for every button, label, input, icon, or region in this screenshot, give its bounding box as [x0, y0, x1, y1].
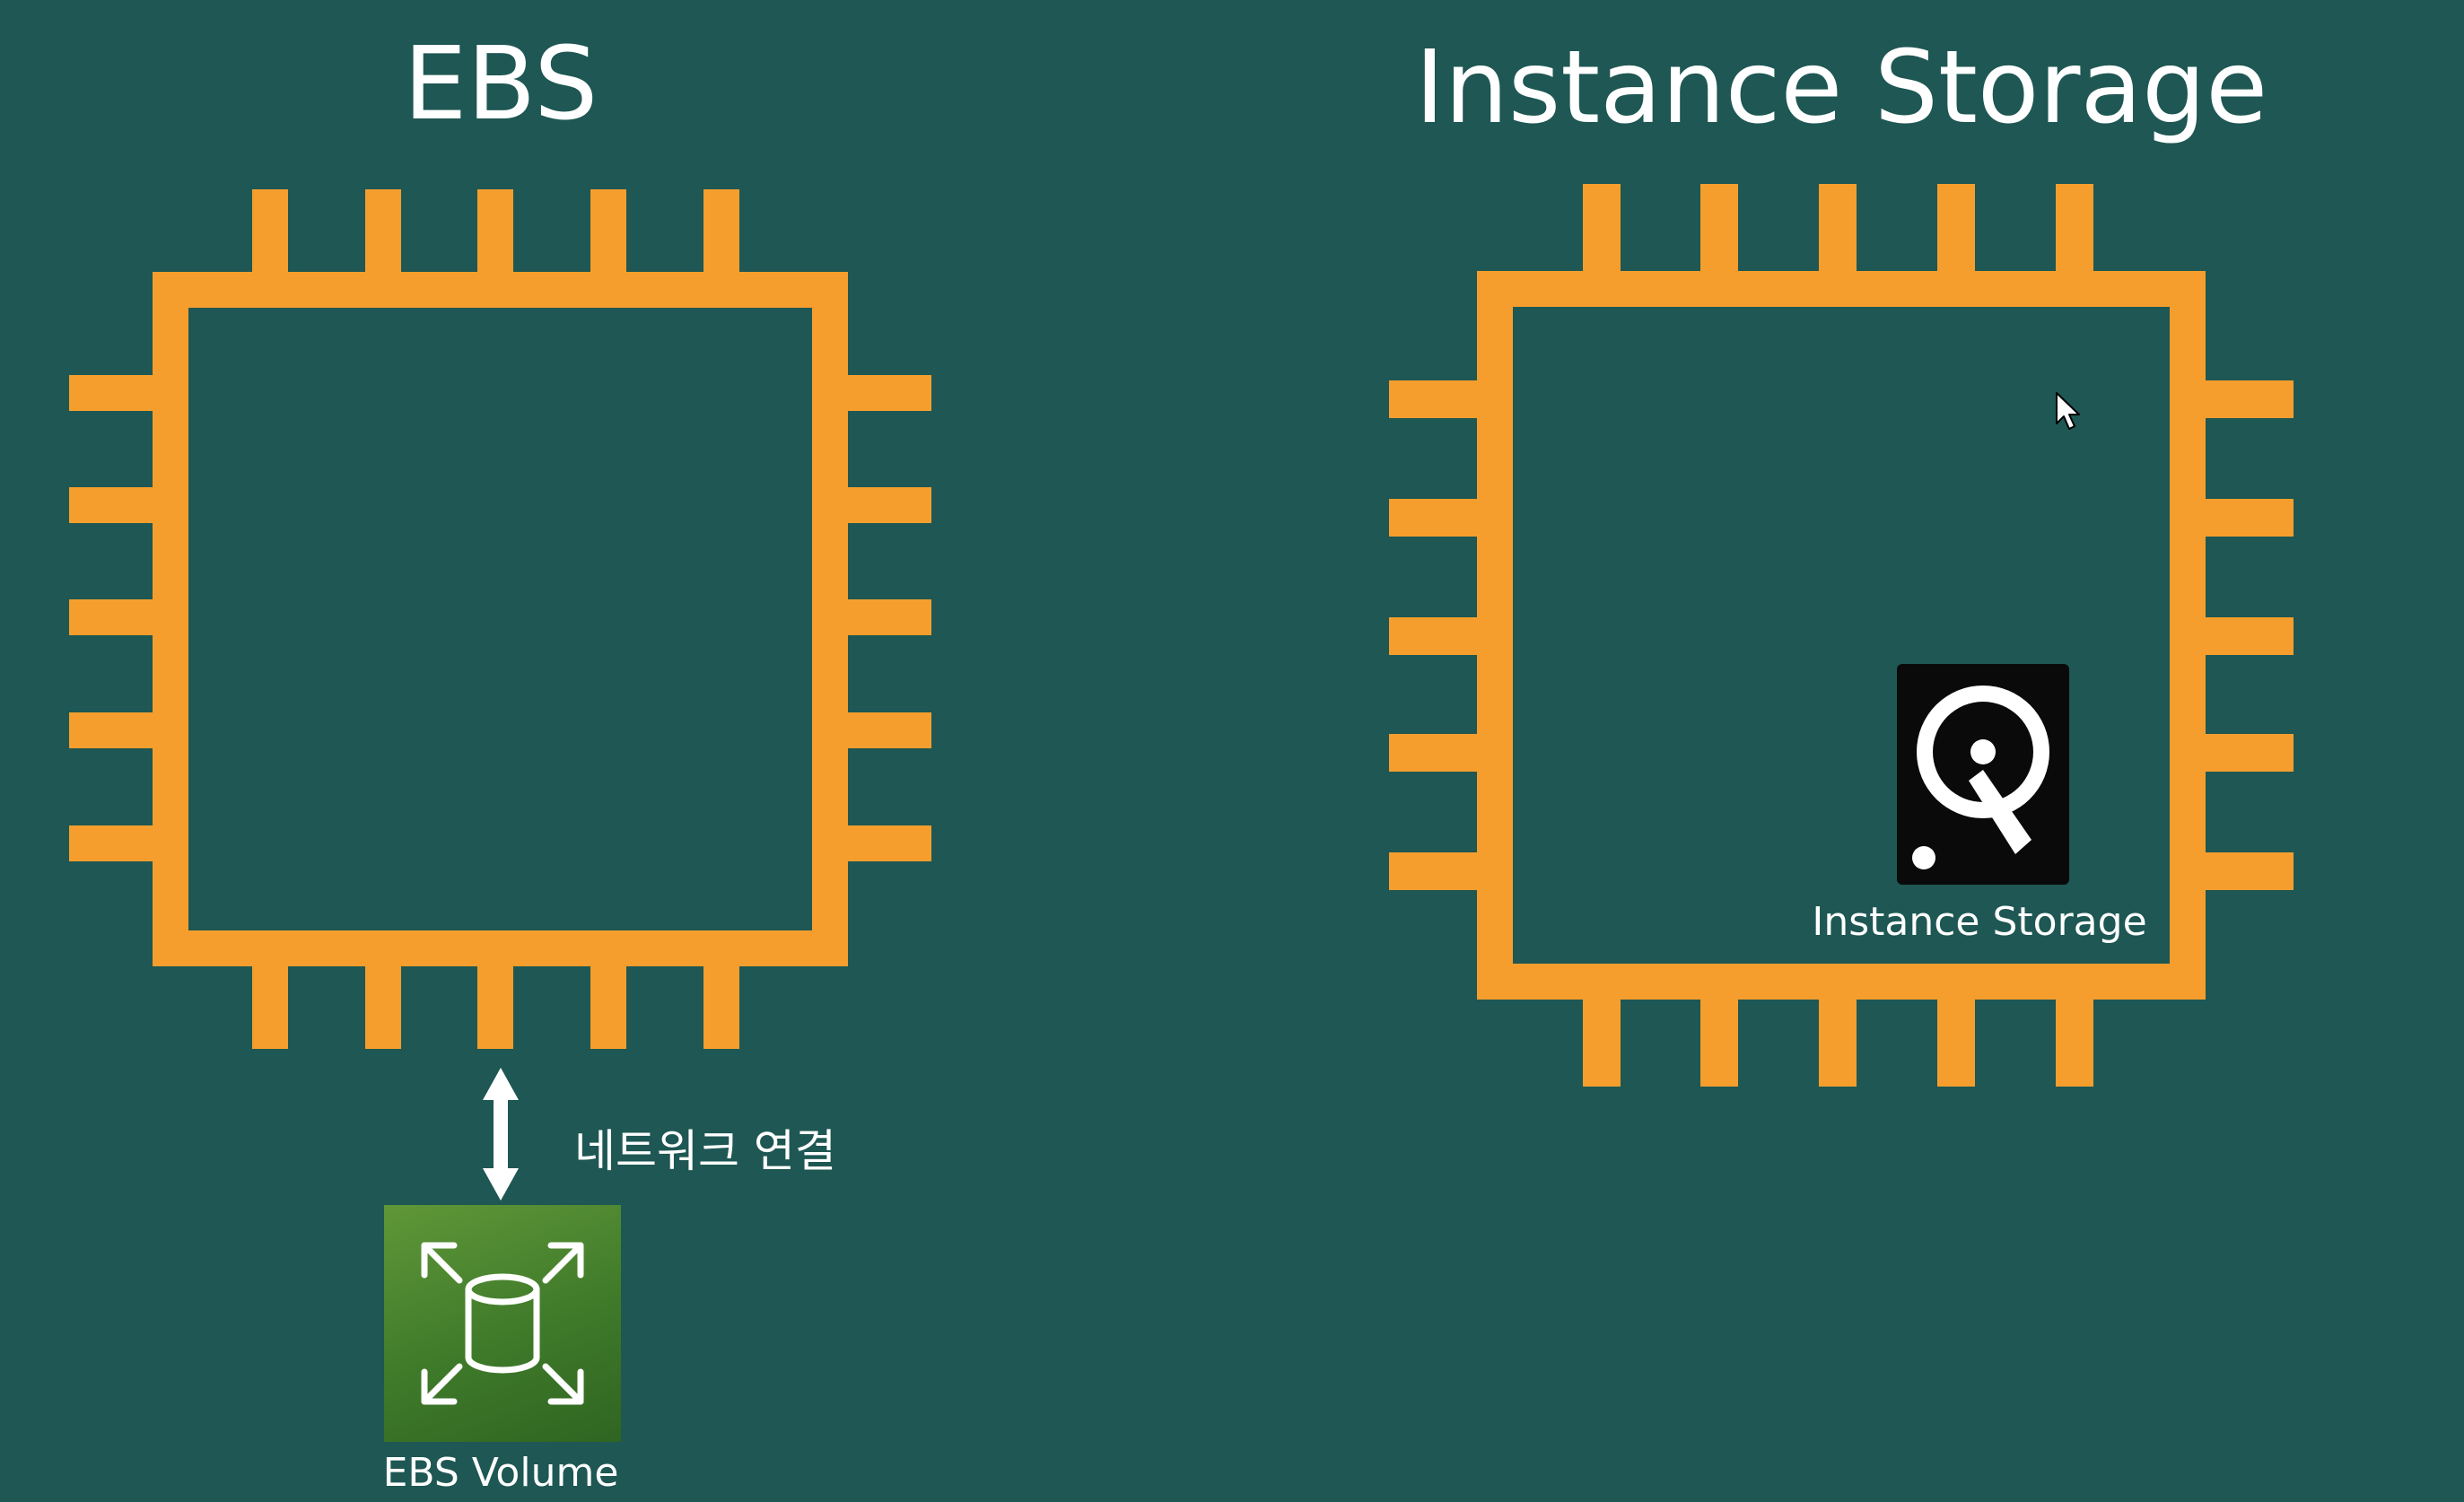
hard-disk-icon [1897, 664, 2069, 885]
ebs-instance-chip-body [153, 272, 848, 966]
chip-pin [1583, 184, 1621, 271]
chip-pin [365, 189, 401, 272]
chip-pin [2056, 184, 2093, 271]
chip-pin [1389, 499, 1477, 537]
chip-pin [1389, 380, 1477, 418]
chip-pin [2206, 380, 2294, 418]
chip-pin [2206, 499, 2294, 537]
mouse-cursor-icon [2055, 391, 2082, 432]
chip-pin [703, 966, 739, 1049]
ebs-volume-icon [384, 1205, 621, 1442]
chip-pin [69, 375, 153, 411]
chip-pin [848, 599, 931, 635]
chip-pin [2056, 1000, 2093, 1087]
chip-pin [848, 487, 931, 523]
chip-pin [1583, 1000, 1621, 1087]
chip-pin [365, 966, 401, 1049]
chip-pin [69, 599, 153, 635]
chip-pin [1700, 1000, 1738, 1087]
instance-storage-label: Instance Storage [1812, 899, 2147, 945]
chip-pin [590, 966, 626, 1049]
chip-pin [477, 966, 513, 1049]
chip-pin [1389, 852, 1477, 890]
chip-pin [1937, 184, 1975, 271]
chip-pin [590, 189, 626, 272]
chip-pin [69, 712, 153, 748]
chip-pin [2206, 852, 2294, 890]
chip-pin [848, 825, 931, 861]
double-arrow-icon [476, 1068, 526, 1201]
chip-pin [848, 712, 931, 748]
chip-pin [252, 189, 288, 272]
chip-pin [69, 487, 153, 523]
chip-pin [848, 375, 931, 411]
chip-pin [2206, 617, 2294, 655]
network-connection-label: 네트워크 연결 [574, 1125, 836, 1177]
instance-storage-title: Instance Storage [1414, 30, 2268, 146]
ebs-title: EBS [403, 26, 599, 143]
chip-pin [69, 825, 153, 861]
chip-pin [1937, 1000, 1975, 1087]
chip-pin [1700, 184, 1738, 271]
chip-pin [252, 966, 288, 1049]
instance-storage-chip-body [1477, 271, 2206, 1000]
chip-pin [2206, 734, 2294, 772]
ebs-volume-label: EBS Volume [382, 1450, 619, 1496]
chip-pin [1389, 617, 1477, 655]
chip-pin [1389, 734, 1477, 772]
chip-pin [1819, 1000, 1857, 1087]
chip-pin [703, 189, 739, 272]
chip-pin [1819, 184, 1857, 271]
chip-pin [477, 189, 513, 272]
